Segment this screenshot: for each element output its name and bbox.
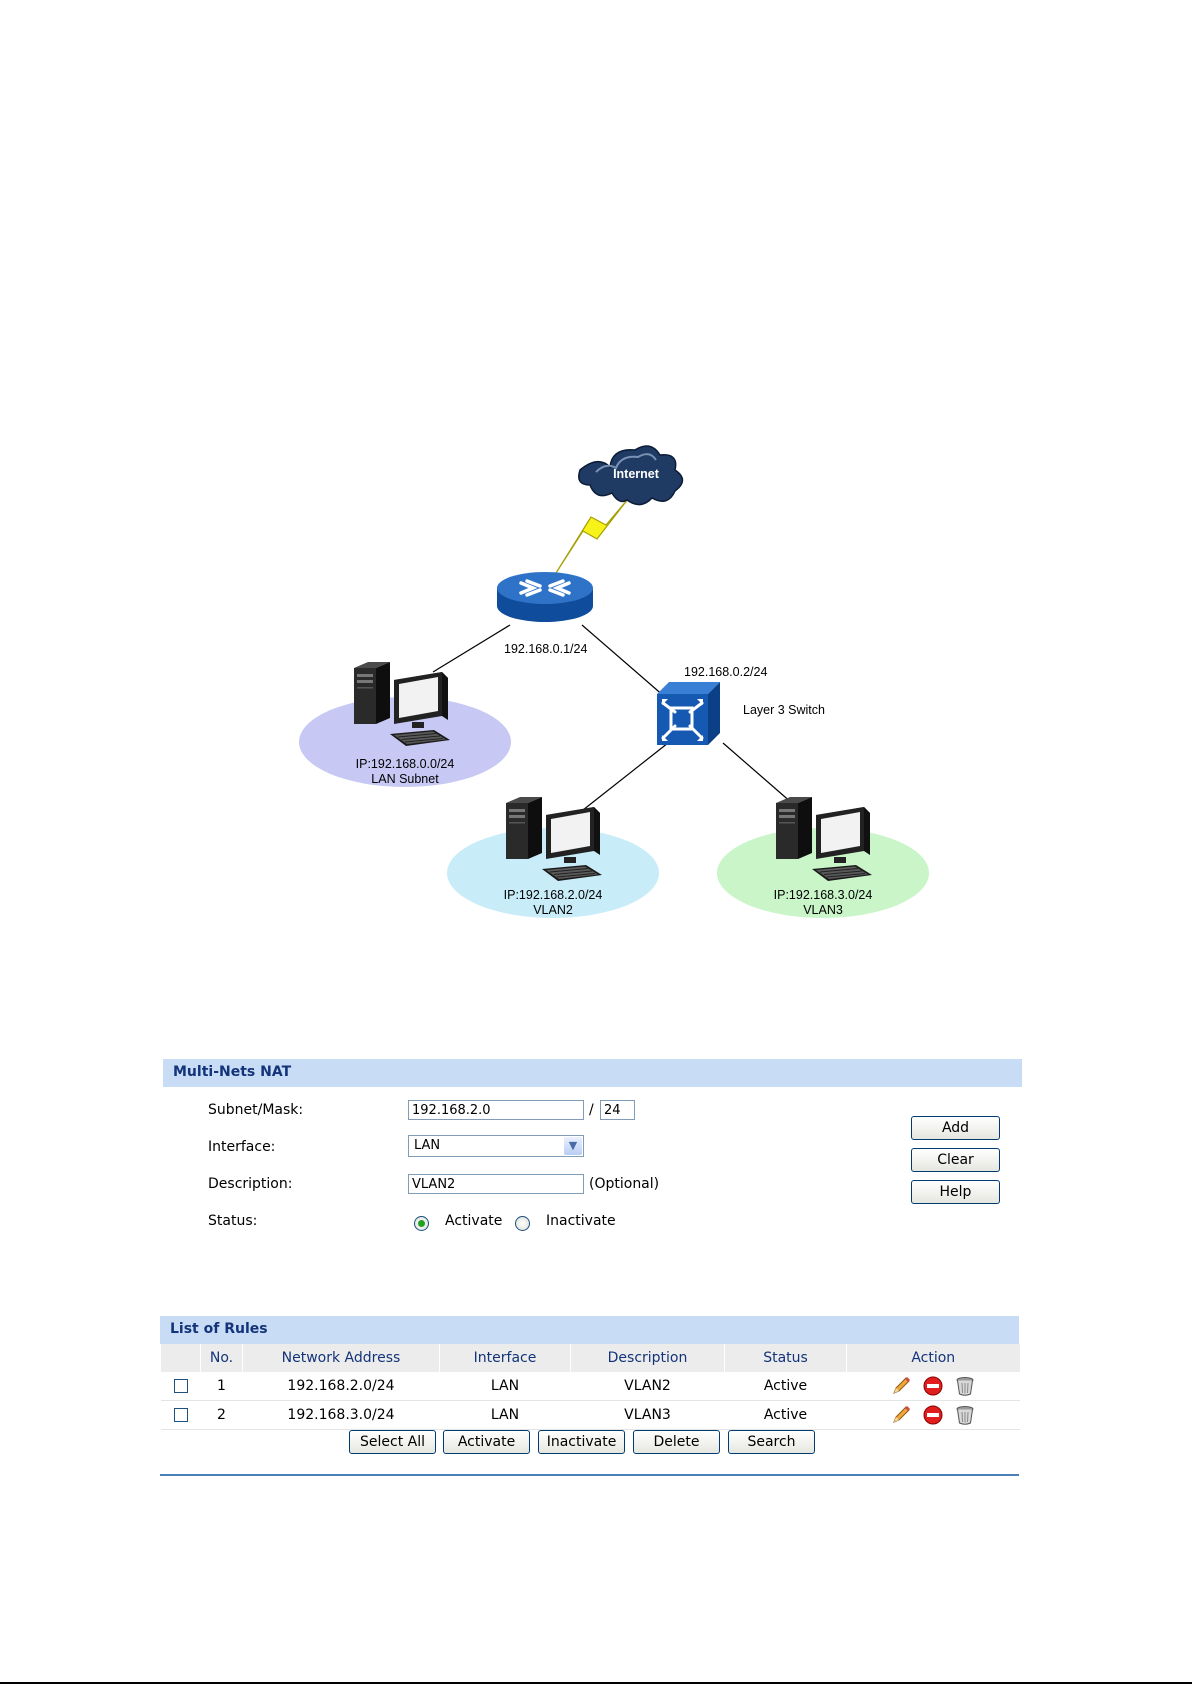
page-footer-rule <box>0 1682 1192 1684</box>
list-of-rules-header: List of Rules <box>160 1316 1019 1344</box>
row-actions <box>846 1372 1020 1401</box>
row-status: Active <box>724 1400 847 1430</box>
status-activate-radio[interactable] <box>414 1216 429 1231</box>
help-button[interactable]: Help <box>911 1180 1000 1204</box>
status-inactivate-radio[interactable] <box>515 1216 530 1231</box>
row-select-checkbox[interactable] <box>173 1379 188 1393</box>
lan-subnet-ip: IP:192.168.0.0/24 <box>356 757 455 771</box>
wan-link-lightning <box>555 498 629 574</box>
col-status: Status <box>724 1344 847 1372</box>
disable-icon[interactable] <box>922 1375 944 1397</box>
row-interface: LAN <box>439 1400 571 1430</box>
mask-separator: / <box>589 1102 594 1118</box>
row-description: VLAN3 <box>570 1400 725 1430</box>
row-interface: LAN <box>439 1372 571 1401</box>
vlan3-group: IP:192.168.3.0/24 VLAN3 <box>717 796 929 918</box>
add-button[interactable]: Add <box>911 1116 1000 1140</box>
interface-label: Interface: <box>208 1139 276 1155</box>
delete-button[interactable]: Delete <box>633 1430 720 1454</box>
subnet-input[interactable] <box>408 1100 584 1120</box>
col-interface: Interface <box>439 1344 571 1372</box>
interface-selected-value: LAN <box>414 1138 441 1153</box>
interface-select[interactable]: LAN ▼ <box>408 1135 584 1157</box>
clear-button[interactable]: Clear <box>911 1148 1000 1172</box>
mask-input[interactable] <box>600 1100 635 1120</box>
subnet-mask-label: Subnet/Mask: <box>208 1102 304 1118</box>
vlan3-name: VLAN3 <box>803 903 843 917</box>
network-topology-diagram: Internet 192.168.0.1/24 192.168.0.2/24 L… <box>299 445 929 918</box>
row-network-address: 192.168.2.0/24 <box>242 1372 440 1401</box>
vlan2-name: VLAN2 <box>533 903 573 917</box>
row-no: 2 <box>200 1400 243 1430</box>
lan-subnet-name: LAN Subnet <box>371 772 439 786</box>
rules-table: No. Network Address Interface Descriptio… <box>160 1344 1020 1430</box>
lan-subnet-group: IP:192.168.0.0/24 LAN Subnet <box>299 661 511 787</box>
switch-ip-label: 192.168.0.2/24 <box>684 665 767 679</box>
multi-nets-nat-header: Multi-Nets NAT <box>163 1059 1022 1087</box>
trash-icon[interactable] <box>954 1375 976 1397</box>
row-status: Active <box>724 1372 847 1401</box>
internet-cloud-icon: Internet <box>578 445 684 506</box>
inactivate-button[interactable]: Inactivate <box>538 1430 625 1454</box>
status-label: Status: <box>208 1213 258 1229</box>
col-action: Action <box>846 1344 1020 1372</box>
col-description: Description <box>570 1344 725 1372</box>
table-row: 2 192.168.3.0/24 LAN VLAN3 Active <box>160 1400 1020 1430</box>
description-optional-hint: (Optional) <box>589 1176 660 1192</box>
select-column-header <box>160 1344 201 1372</box>
row-network-address: 192.168.3.0/24 <box>242 1400 440 1430</box>
vlan3-ip: IP:192.168.3.0/24 <box>774 888 873 902</box>
select-all-button[interactable]: Select All <box>349 1430 436 1454</box>
edit-pencil-icon[interactable] <box>890 1375 912 1397</box>
table-row: 1 192.168.2.0/24 LAN VLAN2 Active <box>160 1372 1020 1401</box>
activate-button[interactable]: Activate <box>443 1430 530 1454</box>
disable-icon[interactable] <box>922 1404 944 1426</box>
search-button[interactable]: Search <box>728 1430 815 1454</box>
vlan2-group: IP:192.168.2.0/24 VLAN2 <box>447 796 659 918</box>
router-icon <box>497 572 593 622</box>
description-input[interactable] <box>408 1174 584 1194</box>
table-header-row: No. Network Address Interface Descriptio… <box>160 1344 1020 1372</box>
layer3-switch-icon <box>657 682 720 745</box>
internet-label: Internet <box>613 467 660 481</box>
trash-icon[interactable] <box>954 1404 976 1426</box>
switch-label: Layer 3 Switch <box>743 703 825 717</box>
edit-pencil-icon[interactable] <box>890 1404 912 1426</box>
row-description: VLAN2 <box>570 1372 725 1401</box>
status-activate-label[interactable]: Activate <box>445 1213 503 1229</box>
row-actions <box>846 1400 1020 1430</box>
row-select-checkbox[interactable] <box>173 1408 188 1422</box>
panel-bottom-rule <box>160 1474 1019 1476</box>
router-ip-label: 192.168.0.1/24 <box>504 642 587 656</box>
dropdown-arrow-icon[interactable]: ▼ <box>564 1137 582 1155</box>
col-no: No. <box>200 1344 243 1372</box>
row-no: 1 <box>200 1372 243 1401</box>
status-inactivate-label[interactable]: Inactivate <box>546 1213 616 1229</box>
description-label: Description: <box>208 1176 293 1192</box>
col-network-address: Network Address <box>242 1344 440 1372</box>
vlan2-ip: IP:192.168.2.0/24 <box>504 888 603 902</box>
